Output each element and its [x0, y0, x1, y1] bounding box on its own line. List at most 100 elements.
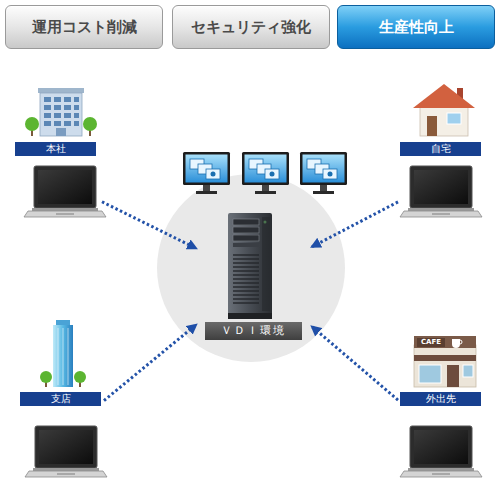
dotted-arrow: [312, 327, 398, 401]
server-tower: [233, 243, 259, 247]
laptop-icon: [400, 166, 482, 217]
sign-text: CAFE: [417, 338, 445, 347]
office-building: [83, 117, 97, 131]
monitor-icon: [242, 152, 289, 194]
office-building: [74, 105, 79, 110]
server-tower: [262, 217, 270, 311]
location-group: 本社: [14, 142, 102, 218]
server-tower: [233, 219, 259, 225]
office-building: [74, 121, 79, 126]
server-tower: [233, 255, 259, 303]
server-tower: [233, 286, 259, 287]
office-building: [38, 88, 84, 93]
office-building: [64, 113, 71, 118]
server-tower: [233, 254, 259, 255]
tab-button-active: 生産性向上: [337, 5, 495, 49]
location-band: 自宅: [400, 142, 481, 156]
laptop-icon: [400, 426, 482, 477]
tab-button: 運用コスト削減: [5, 5, 163, 49]
skyscraper-icon: [40, 320, 86, 387]
office-building: [74, 97, 79, 102]
server-tower: [233, 302, 259, 303]
location-band: 外出先: [400, 392, 481, 406]
office-building: [64, 121, 71, 126]
server-tower: [233, 227, 259, 233]
server-tower: [233, 290, 259, 291]
cafe-icon: [463, 365, 473, 377]
tab-label: 生産性向上: [379, 18, 454, 37]
tab-label: 運用コスト削減: [32, 18, 137, 37]
laptop-icon: [24, 166, 482, 477]
office-building: [44, 97, 79, 126]
office-building: [56, 128, 66, 136]
cafe-icon: [417, 338, 445, 347]
server-tower: [233, 235, 259, 241]
server-tower: [233, 294, 259, 295]
server-tower: [233, 266, 259, 267]
location-band: 支店: [20, 392, 101, 406]
laptop-icon: [24, 166, 106, 217]
office-building: [44, 113, 51, 118]
dotted-arrow: [102, 202, 196, 249]
cafe-icon: [452, 339, 460, 348]
tab-label: セキュリティ強化: [191, 18, 311, 37]
server-tower: [233, 262, 259, 263]
monitor-icon: [183, 152, 230, 194]
cafe-icon: [447, 365, 459, 387]
server-tower: [233, 298, 259, 299]
cafe-icon: [414, 345, 476, 387]
server-tower: [228, 313, 272, 319]
background-circle: [157, 174, 345, 362]
location-band: 本社: [15, 142, 96, 156]
dotted-arrow: [312, 202, 398, 247]
office-building: [40, 93, 82, 136]
server-tower: [228, 213, 272, 319]
server-tower: [233, 278, 259, 279]
office-building: [54, 97, 61, 102]
office-building: [64, 105, 71, 110]
office-building: [44, 121, 51, 126]
office-building: [54, 121, 61, 126]
server-tower: [233, 270, 259, 271]
house-icon: [427, 116, 437, 136]
house-icon: [420, 105, 468, 136]
house-icon: [413, 84, 475, 136]
office-building: [54, 105, 61, 110]
monitor-icon: [300, 152, 347, 194]
monitor-icon: [183, 152, 347, 194]
dotted-arrow: [104, 325, 196, 401]
cafe-icon: [414, 336, 476, 387]
server-tower: [233, 274, 259, 275]
office-building: [25, 117, 39, 131]
server-tower: [233, 282, 259, 283]
tab-button: セキュリティ強化: [172, 5, 330, 49]
office-building: [44, 105, 51, 110]
laptop-icon: [25, 426, 107, 477]
office-building: [44, 97, 51, 102]
skyscraper-icon: [68, 328, 69, 385]
vdi-band: ＶＤＩ環境: [205, 322, 302, 340]
server-tower: [233, 258, 259, 259]
location-group: 外出先: [398, 392, 482, 480]
cafe-icon: [460, 340, 462, 344]
skyscraper-icon: [74, 371, 86, 383]
skyscraper-icon: [53, 325, 73, 387]
house-icon: [413, 84, 475, 108]
house-icon: [447, 113, 461, 124]
skyscraper-icon: [40, 371, 52, 383]
cafe-icon: [414, 336, 476, 348]
cafe-icon: [414, 355, 476, 361]
skyscraper-icon: [58, 328, 59, 385]
server-tower: [228, 213, 272, 319]
skyscraper-icon: [63, 328, 64, 385]
office-building: [25, 88, 97, 136]
location-group: 自宅: [398, 142, 482, 218]
office-building: [54, 113, 61, 118]
vdi-server: ＶＤＩ環境: [196, 212, 312, 342]
location-group: 支店: [18, 392, 104, 480]
cafe-icon: [419, 365, 441, 383]
office-building: [64, 97, 71, 102]
